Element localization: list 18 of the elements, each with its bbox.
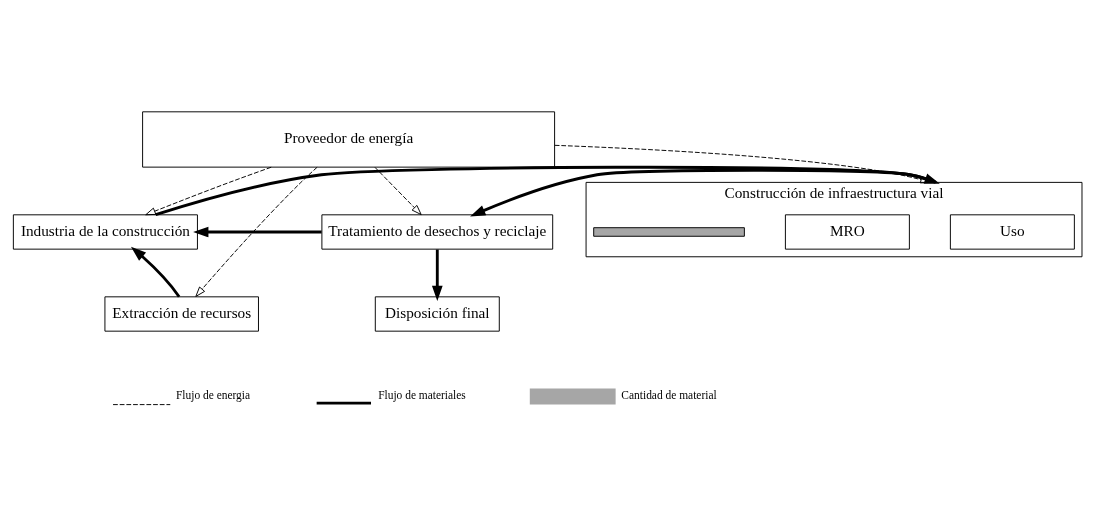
arrow (145, 166, 272, 215)
node-box: MRO (784, 213, 910, 250)
arrow (470, 168, 937, 216)
node-box: Industria de la construcción (12, 213, 198, 250)
arrow (193, 226, 322, 237)
node-box: Extracción de recursos (104, 295, 259, 332)
legend-label: Flujo de energia (175, 388, 251, 401)
arrow (130, 246, 181, 298)
node-bar (593, 226, 745, 237)
arrow (374, 166, 422, 215)
node-box: Proveedor de energía (142, 110, 556, 168)
node-box: Disposición final (374, 295, 500, 332)
arrow (431, 249, 443, 301)
legend-label: Cantidad de material (621, 388, 717, 401)
arrow (195, 166, 318, 297)
node-box: Uso (949, 213, 1075, 250)
legend-label: Flujo de materiales (378, 388, 466, 401)
node-box: Tratamiento de desechos y reciclaje (321, 213, 554, 250)
